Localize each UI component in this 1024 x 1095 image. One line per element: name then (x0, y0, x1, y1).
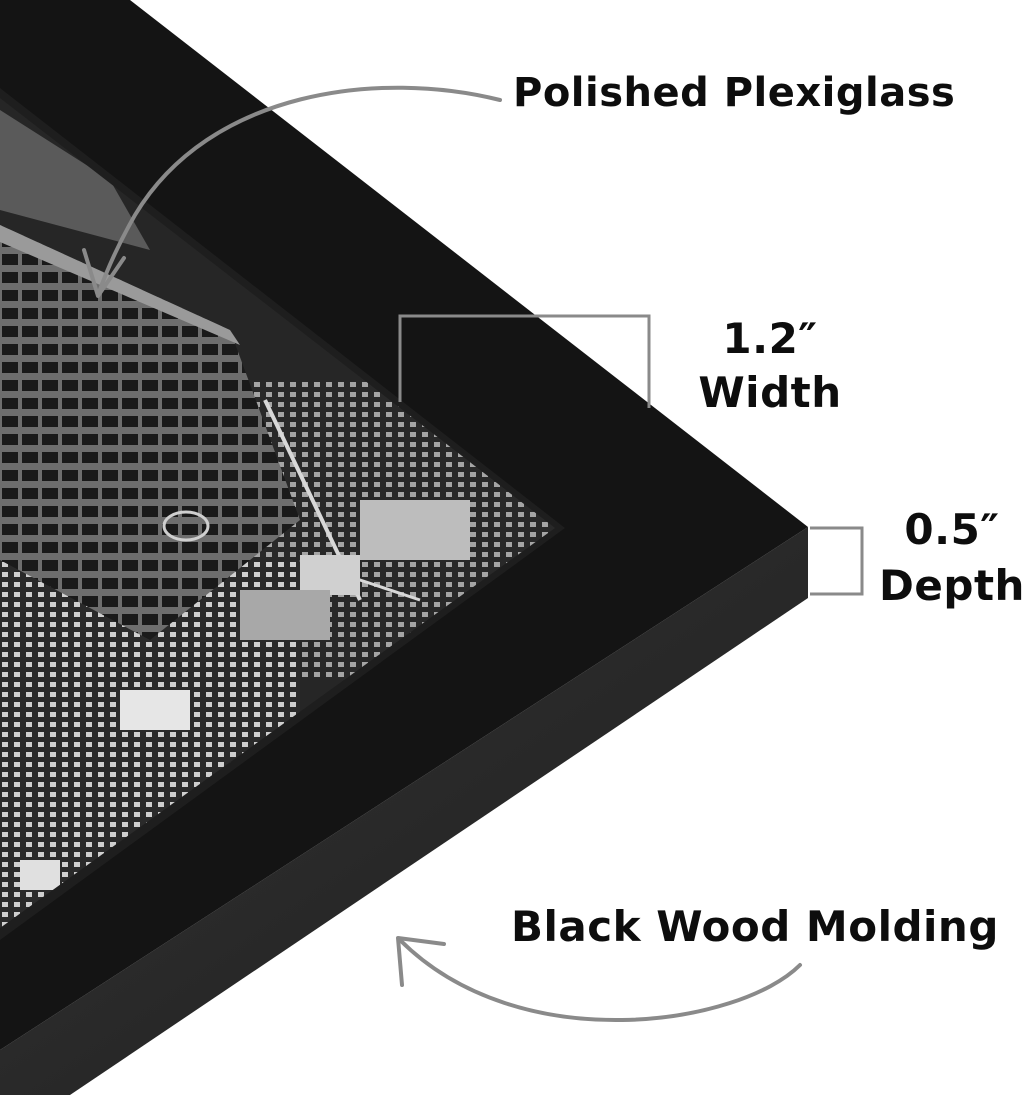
width-bracket (398, 314, 651, 408)
curved-arrow-icon (82, 248, 126, 298)
frame-edge (0, 527, 808, 1095)
molding-label: Black Wood Molding (511, 902, 999, 951)
curved-arrow-icon (396, 936, 446, 987)
width-label: 1.2″ Width (640, 312, 900, 420)
width-value: 1.2″ (722, 314, 818, 363)
depth-word: Depth (879, 561, 1024, 610)
curved-arrow-icon (96, 85, 502, 297)
depth-value: 0.5″ (904, 505, 1000, 554)
depth-label: 0.5″ Depth (872, 502, 1024, 614)
depth-bracket (810, 526, 864, 596)
curved-arrow-icon (398, 938, 802, 1022)
plexiglass-label: Polished Plexiglass (513, 70, 956, 116)
width-word: Width (698, 368, 842, 417)
